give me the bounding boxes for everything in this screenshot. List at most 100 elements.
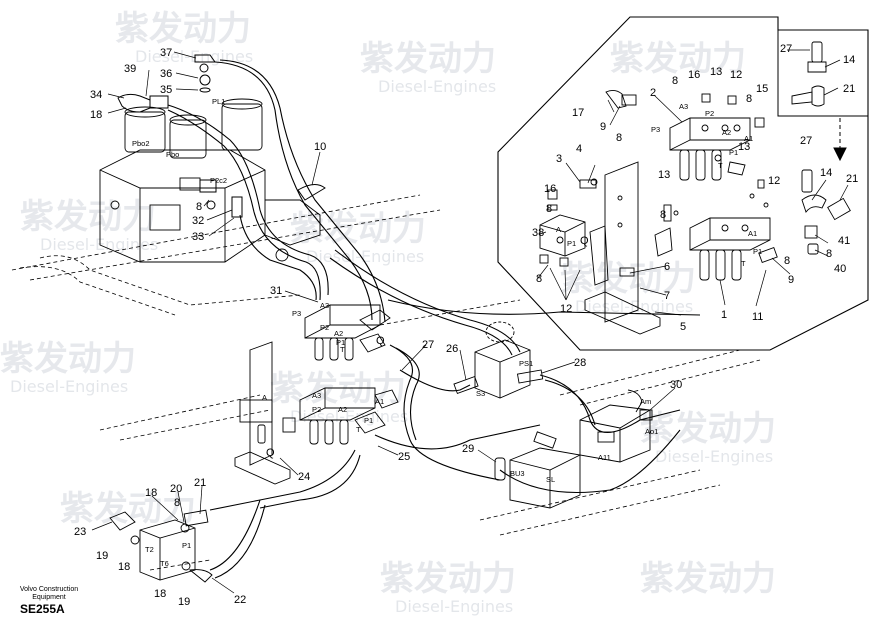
part-callouts: 37 36 35 39 34 18 10 8 32 33 31 27 26 28… xyxy=(74,43,858,608)
center-hoses xyxy=(209,344,681,579)
port-label-a11: A11 xyxy=(598,453,611,462)
watermark-cn: 紫发动力 xyxy=(560,259,696,299)
port-label-t-lower: T xyxy=(356,425,361,434)
callout-inset-5: 5 xyxy=(680,321,686,333)
callout-subinset-21: 21 xyxy=(843,83,855,95)
bottom-left-block xyxy=(109,509,213,583)
callout-arrow xyxy=(833,118,847,162)
port-label-a3: A3 xyxy=(320,301,329,310)
watermark-en: Diesel-Engines xyxy=(10,377,128,396)
callout-18-bl: 18 xyxy=(145,487,157,499)
port-label-t: T xyxy=(340,345,345,354)
port-label-p1-block: P1 xyxy=(182,541,191,550)
inset-port-p1-lower: P1 xyxy=(753,247,762,256)
port-label-p2c2: P2c2 xyxy=(210,176,227,185)
callout-27: 27 xyxy=(422,339,434,351)
callout-25: 25 xyxy=(398,451,410,463)
port-label-t2: T2 xyxy=(145,545,154,554)
watermark-en: Diesel-Engines xyxy=(306,247,424,266)
watermark-cn: 紫发动力 xyxy=(610,39,746,79)
port-label-s3: S3 xyxy=(476,389,485,398)
ground-guide-lines xyxy=(11,194,761,571)
callout-inset-8c: 8 xyxy=(746,93,752,105)
inset-valve-lower xyxy=(689,217,771,281)
callout-inset-41: 41 xyxy=(838,235,850,247)
callout-30: 30 xyxy=(670,379,682,391)
watermark-cn: 紫发动力 xyxy=(60,489,196,529)
port-label-sl: SL xyxy=(546,475,555,484)
callout-31: 31 xyxy=(270,285,282,297)
figure-code: SE255A xyxy=(20,602,65,616)
watermark-en: Diesel-Engines xyxy=(135,47,253,66)
watermark-en: Diesel-Engines xyxy=(40,235,158,254)
watermark-layer: 紫发动力 Diesel-Engines 紫发动力 Diesel-Engines … xyxy=(0,9,776,616)
port-label-p1: P1 xyxy=(336,338,345,347)
pilot-block xyxy=(453,321,544,399)
port-label-a2-lower: A2 xyxy=(338,405,347,414)
callout-inset-15: 15 xyxy=(756,83,768,95)
port-label-t6: T6 xyxy=(160,559,169,568)
left-fittings xyxy=(117,54,326,218)
callout-32: 32 xyxy=(192,215,204,227)
watermark-cn: 紫发动力 xyxy=(640,409,776,449)
watermark-cn: 紫发动力 xyxy=(360,39,496,79)
callout-33: 33 xyxy=(192,231,204,243)
inset-port-p1: P1 xyxy=(729,148,738,157)
subinset-parts xyxy=(791,41,827,107)
detail-subinset-frame xyxy=(777,29,869,117)
leader-lines xyxy=(91,49,849,594)
watermark-cn: 紫发动力 xyxy=(270,369,406,409)
callout-39: 39 xyxy=(124,63,136,75)
callout-8-bl: 8 xyxy=(174,497,180,509)
watermark-en: Diesel-Engines xyxy=(655,447,773,466)
port-label-a-bracket: A xyxy=(262,393,267,402)
port-labels: PL1 Pbo2 Pbo P2c2 A3 P3 P2 A2 P1 T Q A3 … xyxy=(132,97,762,568)
callout-inset-6: 6 xyxy=(664,261,670,273)
port-label-pbo: Pbo xyxy=(166,150,179,159)
inset-port-p1-block: P1 xyxy=(567,239,576,248)
port-label-ps1: PS1 xyxy=(519,359,533,368)
callout-18-left: 18 xyxy=(118,561,130,573)
inset-port-p3: P3 xyxy=(651,125,660,134)
inset-port-p2: P2 xyxy=(705,109,714,118)
callout-21-bl: 21 xyxy=(194,477,206,489)
callout-inset-2: 2 xyxy=(650,87,656,99)
inset-port-a1: A1 xyxy=(744,134,753,143)
port-label-p2-lower: P2 xyxy=(312,405,321,414)
callout-inset-16: 16 xyxy=(688,69,700,81)
callout-inset-12a: 12 xyxy=(730,69,742,81)
watermark-en: Diesel-Engines xyxy=(395,597,513,616)
inset-port-q: Q xyxy=(580,235,589,247)
port-label-q-bracket: Q xyxy=(266,447,275,459)
callout-inset-12b: 12 xyxy=(768,175,780,187)
inset-port-a3: A3 xyxy=(679,102,688,111)
brand-line-1: Volvo Construction xyxy=(19,586,79,593)
inset-port-t-lower: T xyxy=(741,259,746,268)
port-label-a3-lower: A3 xyxy=(312,391,321,400)
inset-block-38 xyxy=(539,214,586,257)
solenoid-valve-upper xyxy=(304,304,391,361)
port-label-ao1: Ao1 xyxy=(645,427,658,436)
port-label-p1-lower: P1 xyxy=(364,416,373,425)
callout-inset-12c: 12 xyxy=(560,303,572,315)
callout-inset-17: 17 xyxy=(572,107,584,119)
callout-inset-16b: 16 xyxy=(544,183,556,195)
watermark-cn: 紫发动力 xyxy=(290,209,426,249)
callout-36: 36 xyxy=(160,68,172,80)
watermark-cn: 紫发动力 xyxy=(20,197,156,237)
callout-35: 35 xyxy=(160,84,172,96)
valve-bracket xyxy=(234,341,296,485)
watermark-cn: 紫发动力 xyxy=(0,339,136,379)
inset-port-a2: A2 xyxy=(722,128,731,137)
callout-inset-27: 27 xyxy=(800,135,812,147)
port-label-q: Q xyxy=(376,335,385,347)
callout-28: 28 xyxy=(574,357,586,369)
port-label-bu3: BU3 xyxy=(510,469,525,478)
callout-inset-9b: 9 xyxy=(788,274,794,286)
watermark-en: Diesel-Engines xyxy=(575,297,693,316)
callout-subinset-14: 14 xyxy=(843,54,855,66)
callout-8-top: 8 xyxy=(196,201,202,213)
callout-inset-8f: 8 xyxy=(784,255,790,267)
port-label-a1-lower: A1 xyxy=(375,397,384,406)
